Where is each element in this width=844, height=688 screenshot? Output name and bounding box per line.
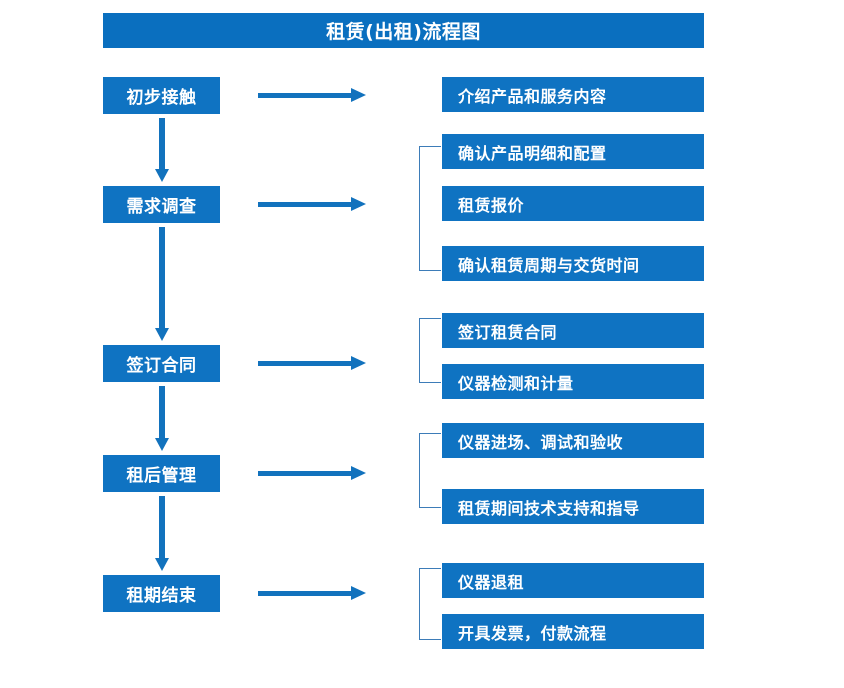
bracket-icon-2 (419, 146, 441, 271)
detail-box-4[interactable]: 确认租赁周期与交货时间 (442, 246, 704, 281)
bracket-icon-4 (419, 433, 441, 508)
down-arrow-icon-3 (155, 386, 169, 451)
right-arrow-icon-3 (258, 356, 366, 370)
detail-box-7[interactable]: 仪器进场、调试和验收 (442, 423, 704, 458)
detail-box-8[interactable]: 租赁期间技术支持和指导 (442, 489, 704, 524)
down-arrow-icon-2 (155, 227, 169, 341)
stage-box-1[interactable]: 初步接触 (103, 77, 220, 114)
down-arrow-icon-1 (155, 118, 169, 182)
bracket-icon-5 (419, 568, 441, 640)
detail-box-1[interactable]: 介绍产品和服务内容 (442, 77, 704, 112)
down-arrow-icon-4 (155, 496, 169, 571)
right-arrow-icon-2 (258, 197, 366, 211)
right-arrow-icon-5 (258, 586, 366, 600)
page-title: 租赁(出租)流程图 (103, 13, 704, 48)
detail-box-5[interactable]: 签订租赁合同 (442, 313, 704, 348)
detail-box-10[interactable]: 开具发票，付款流程 (442, 614, 704, 649)
detail-box-3[interactable]: 租赁报价 (442, 186, 704, 221)
right-arrow-icon-4 (258, 466, 366, 480)
detail-box-2[interactable]: 确认产品明细和配置 (442, 134, 704, 169)
detail-box-9[interactable]: 仪器退租 (442, 563, 704, 598)
stage-box-2[interactable]: 需求调查 (103, 186, 220, 223)
stage-box-5[interactable]: 租期结束 (103, 575, 220, 612)
detail-box-6[interactable]: 仪器检测和计量 (442, 364, 704, 399)
stage-box-4[interactable]: 租后管理 (103, 455, 220, 492)
stage-box-3[interactable]: 签订合同 (103, 345, 220, 382)
right-arrow-icon-1 (258, 88, 366, 102)
bracket-icon-3 (419, 318, 441, 383)
